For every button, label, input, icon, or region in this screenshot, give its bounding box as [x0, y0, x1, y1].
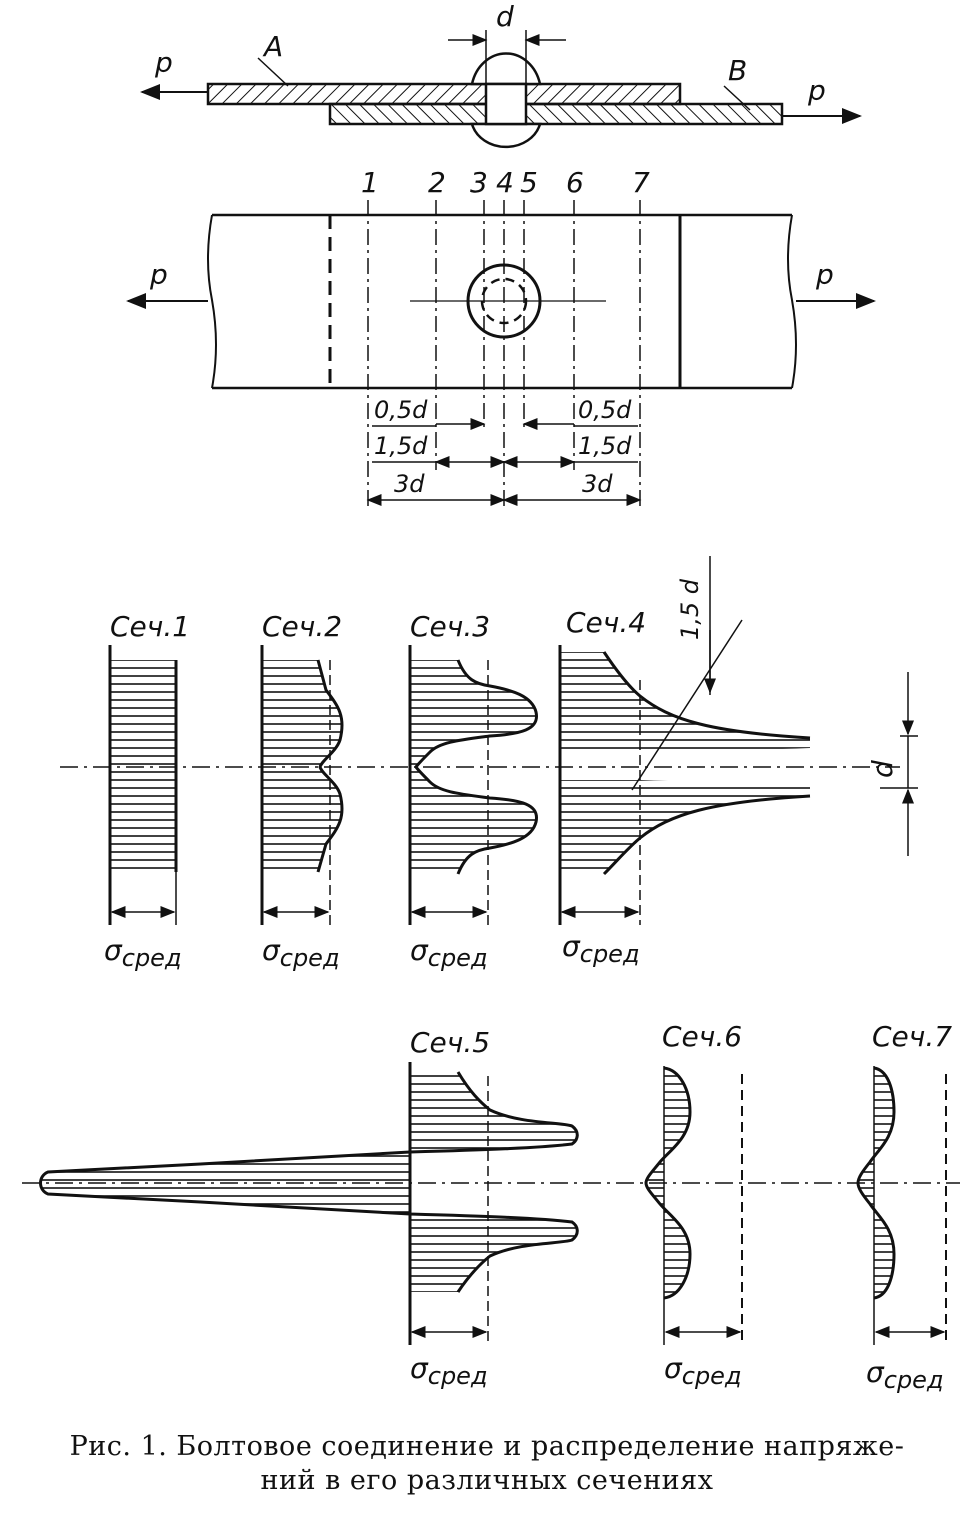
section-number-7: 7: [632, 166, 650, 199]
section-7-title: Сеч.7: [872, 1020, 952, 1053]
section-3-sigma: σсред: [410, 934, 488, 972]
bolt-nut: [470, 122, 542, 149]
dim-05d-left: 0,5d: [374, 396, 428, 424]
plate-a: [206, 82, 682, 106]
caption-line-2: ний в его различных сечениях: [260, 1465, 714, 1496]
label-p-plan-right: p: [815, 258, 834, 291]
bolt-hole-hidden: [480, 277, 528, 325]
section-7-sigma: σсред: [866, 1356, 944, 1394]
label-b: B: [728, 54, 747, 87]
stress-diagrams-row-1: Сеч.1 σсред Сеч.2 σсред Сеч.3 σср: [60, 556, 918, 972]
bolt-head: [470, 52, 542, 86]
section-6-diagram: Сеч.6 σсред: [644, 1020, 743, 1390]
section-2-title: Сеч.2: [262, 610, 342, 643]
section-4-title: Сеч.4: [566, 606, 646, 639]
section-3-title: Сеч.3: [410, 610, 490, 643]
plate-b: [328, 102, 784, 126]
dim-05d-right: 0,5d: [578, 396, 632, 424]
dim-15d-left: 1,5d: [374, 432, 428, 460]
dim-3d-right: 3d: [582, 470, 613, 498]
section-5-sigma: σсред: [410, 1352, 488, 1390]
section-number-4: 4: [496, 166, 514, 199]
section-1-sigma: σсред: [104, 934, 182, 972]
section-6-sigma: σсред: [664, 1352, 742, 1390]
section-number-1: 1: [361, 166, 379, 199]
label-a: A: [262, 30, 283, 63]
dim-15d-diagonal: 1,5 d: [676, 578, 704, 640]
section-number-5: 5: [520, 166, 538, 199]
section-2-diagram: Сеч.2 σсред: [260, 610, 344, 972]
section-3-diagram: Сеч.3 σсред: [408, 610, 538, 972]
section-6-title: Сеч.6: [662, 1020, 742, 1053]
section-number-6: 6: [566, 166, 584, 199]
section-7-diagram: Сеч.7 σсред: [856, 1020, 952, 1394]
section-4-sigma: σсред: [562, 930, 640, 968]
caption-line-1: Рис. 1. Болтовое соединение и распределе…: [69, 1431, 905, 1462]
side-view: d p p A B: [140, 0, 862, 149]
dim-3d-left: 3d: [394, 470, 425, 498]
label-p-plan-left: p: [149, 258, 168, 291]
section-number-2: 2: [428, 166, 446, 199]
label-p-side-right: p: [807, 74, 826, 107]
plan-view: 1 2 3 4 5 6 7 p p 0,5d 1,5d 3d 0,5d 1,5d…: [126, 166, 876, 510]
bolt-circle: [466, 263, 542, 339]
section-1-title: Сеч.1: [110, 610, 190, 643]
section-number-3: 3: [470, 166, 488, 199]
label-d-right: d: [866, 760, 899, 778]
dim-15d-right: 1,5d: [578, 432, 632, 460]
label-p-side-left: p: [154, 46, 173, 79]
label-d-top: d: [496, 0, 514, 33]
section-1-diagram: Сеч.1 σсред: [104, 610, 190, 972]
section-2-sigma: σсред: [262, 934, 340, 972]
section-4-diagram: Сеч.4 σсред 1,5 d d: [558, 556, 918, 968]
stress-diagrams-row-2: Сеч.5 σсред Сеч.6 σсред Сеч.7: [22, 1020, 960, 1394]
section-5-diagram: Сеч.5 σсред: [39, 1026, 579, 1390]
bolt-shank: [484, 82, 528, 126]
figure-caption: Рис. 1. Болтовое соединение и распределе…: [0, 1430, 974, 1498]
section-5-title: Сеч.5: [410, 1026, 490, 1059]
